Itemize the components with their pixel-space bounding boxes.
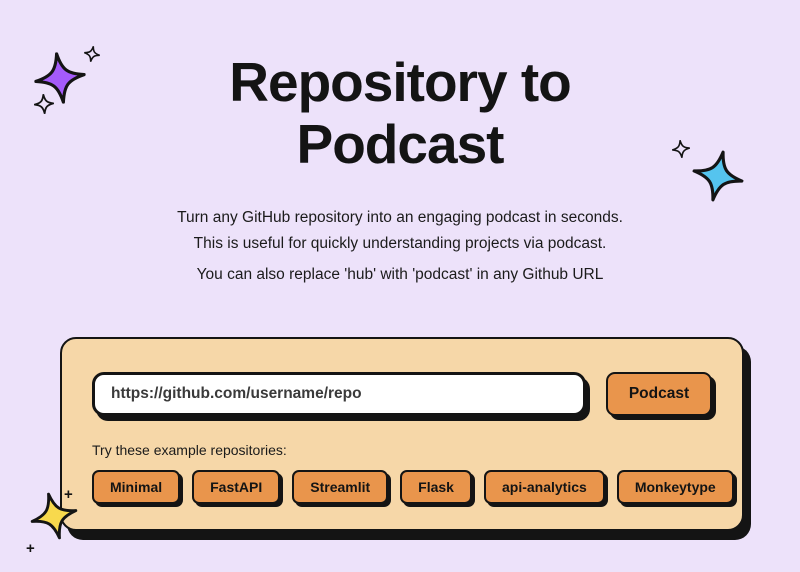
intro-text: Turn any GitHub repository into an engag… <box>0 205 800 256</box>
example-button-streamlit[interactable]: Streamlit <box>292 470 389 504</box>
small-sparkle-outline-icon <box>671 139 691 159</box>
small-sparkle-outline-icon <box>83 45 101 63</box>
plus-decoration: + <box>26 540 35 557</box>
yellow-sparkle-icon <box>30 492 78 540</box>
repo-form-card: Podcast Try these example repositories: … <box>60 337 744 531</box>
example-button-minimal[interactable]: Minimal <box>92 470 181 504</box>
page-title-line1: Repository to <box>229 51 571 113</box>
page-title: Repository to Podcast <box>0 0 800 175</box>
purple-sparkle-icon <box>34 52 86 104</box>
intro-line-2: This is useful for quickly understanding… <box>193 234 607 252</box>
page-title-line2: Podcast <box>296 112 505 175</box>
example-button-flask[interactable]: Flask <box>400 470 472 504</box>
plus-decoration: + <box>64 486 73 503</box>
url-form-row: Podcast <box>92 372 712 416</box>
example-buttons-row: Minimal FastAPI Streamlit Flask api-anal… <box>92 470 734 504</box>
small-sparkle-outline-icon <box>33 93 55 115</box>
intro-note: You can also replace 'hub' with 'podcast… <box>196 266 604 284</box>
example-button-fastapi[interactable]: FastAPI <box>192 470 281 504</box>
repo-url-input[interactable] <box>92 372 586 416</box>
intro-line-1: Turn any GitHub repository into an engag… <box>177 209 623 227</box>
podcast-submit-button[interactable]: Podcast <box>606 372 712 416</box>
examples-label: Try these example repositories: <box>92 442 287 458</box>
example-button-api-analytics[interactable]: api-analytics <box>483 470 605 504</box>
example-button-monkeytype[interactable]: Monkeytype <box>616 470 734 504</box>
blue-sparkle-icon <box>692 150 744 202</box>
